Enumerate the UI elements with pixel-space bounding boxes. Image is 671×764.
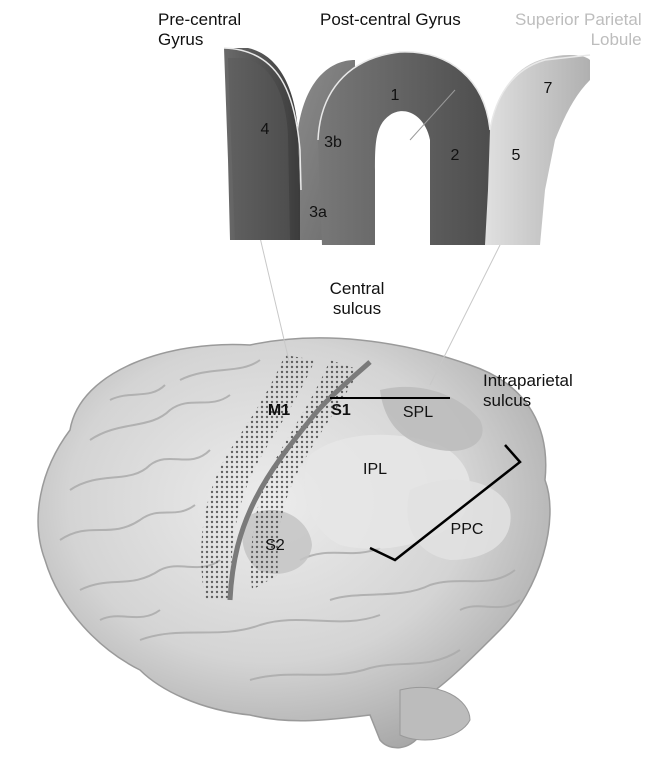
ppc-label: PPC bbox=[451, 521, 484, 539]
area-7-label: 7 bbox=[544, 80, 553, 98]
cortex-cross-section bbox=[224, 48, 590, 245]
precentral-gyrus-label: Pre-central Gyrus bbox=[158, 10, 241, 50]
area-1-label: 1 bbox=[391, 87, 400, 105]
superior-parietal-lobule-label: Superior Parietal Lobule bbox=[515, 10, 642, 50]
m1-label: M1 bbox=[268, 402, 290, 420]
central-sulcus-label: Central sulcus bbox=[317, 279, 397, 319]
area-4-label: 4 bbox=[261, 121, 270, 139]
area-3b-label: 3b bbox=[324, 134, 342, 152]
area-3a-label: 3a bbox=[309, 204, 327, 222]
spl-label: SPL bbox=[403, 404, 433, 422]
s2-label: S2 bbox=[265, 537, 285, 555]
postcentral-gyrus-label: Post-central Gyrus bbox=[320, 10, 461, 30]
area-5-7-region bbox=[485, 55, 590, 245]
brain-illustration bbox=[38, 338, 550, 748]
intraparietal-sulcus-label: Intraparietal sulcus bbox=[483, 371, 573, 411]
s1-label: S1 bbox=[331, 402, 351, 420]
brainstem bbox=[400, 687, 470, 740]
area-5-label: 5 bbox=[512, 147, 521, 165]
area-1-2-region bbox=[318, 52, 495, 245]
area-2-label: 2 bbox=[451, 147, 460, 165]
ipl-label: IPL bbox=[363, 461, 387, 479]
